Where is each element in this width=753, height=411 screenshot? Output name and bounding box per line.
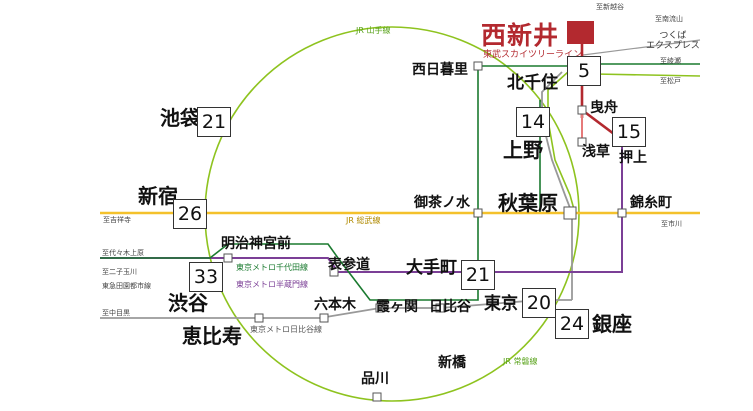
marker-hikifune [577, 105, 587, 115]
sobu-label: JR 総武線 [346, 216, 381, 225]
station-ebisu: 恵比寿 [182, 324, 242, 348]
station-otemachi: 大手町 [406, 258, 457, 278]
station-ochanomizu: 御茶ノ水 [414, 195, 470, 211]
minutes-ueno: 14 [516, 107, 550, 137]
tsukuba-line [582, 39, 701, 56]
station-nishinippori: 西日暮里 [412, 62, 468, 78]
dest-matsudo: 至松戸 [660, 77, 681, 85]
hanzomon-label: 東京メトロ半蔵門線 [236, 280, 308, 289]
station-akihabara: 秋葉原 [498, 191, 558, 215]
minutes-ginza: 24 [555, 309, 589, 339]
station-shinjuku: 新宿 [138, 184, 178, 208]
station-tokyo: 東京 [484, 294, 518, 314]
marker-asakusa [577, 137, 587, 147]
station-kitasenju: 北千住 [507, 73, 558, 93]
marker-kasumigaseki [375, 303, 385, 313]
marker-meiji [223, 253, 233, 263]
marker-kinshicho [617, 208, 627, 218]
station-ueno: 上野 [503, 138, 543, 162]
minutes-oshiage: 15 [612, 117, 646, 147]
marker-ebisu [254, 313, 264, 323]
dest-shin-koshigaya: 至新越谷 [596, 3, 624, 11]
dest-ichikawa: 至市川 [661, 220, 682, 228]
dest-futako-tamagawa: 至二子玉川 [102, 268, 137, 276]
matsudo-line [594, 73, 701, 77]
marker-roppongi [319, 313, 329, 323]
minutes-ikebukuro: 21 [197, 107, 231, 137]
marker-shinagawa [372, 392, 382, 402]
joban-label: JR 常磐線 [503, 357, 538, 366]
dest-yoyogi-uehara: 至代々木上原 [102, 249, 144, 257]
marker-hibiya [435, 303, 445, 313]
station-roppongi: 六本木 [314, 297, 356, 313]
minutes-otemachi: 21 [461, 260, 495, 290]
minutes-shinjuku: 26 [173, 199, 207, 229]
dest-kichijoji: 至吉祥寺 [103, 216, 131, 224]
station-kasumigaseki: 霞ヶ関 [376, 299, 418, 315]
station-ikebukuro: 池袋 [160, 106, 200, 130]
dest-ayase: 至綾瀬 [660, 57, 681, 65]
tsukuba-label: つくば エクスプレス [646, 31, 700, 52]
marker-omotesando [329, 267, 339, 277]
hibiya-label: 東京メトロ日比谷線 [250, 325, 322, 334]
brand-station-name: 西新井 [481, 21, 560, 50]
dest-minami-nagareyama: 至南流山 [655, 15, 683, 23]
chiyoda-line-south [100, 243, 479, 301]
brand-line-name: 東武スカイツリーライン [483, 50, 583, 60]
minutes-tokyo: 20 [522, 288, 556, 318]
station-hibiya: 日比谷 [429, 299, 471, 315]
station-shinagawa: 品川 [361, 371, 389, 387]
station-ginza: 銀座 [592, 312, 632, 336]
marker-ochanomizu [473, 208, 483, 218]
minutes-shibuya: 33 [189, 262, 223, 292]
joban-to-ueno [547, 71, 576, 214]
chiyoda-label: 東京メトロ千代田線 [236, 263, 308, 272]
marker-nishinippori [473, 61, 483, 71]
yamanote-label: JR 山手線 [356, 26, 391, 35]
station-oshiage: 押上 [619, 150, 647, 166]
marker-akihabara [563, 206, 577, 220]
brand-marker [567, 21, 594, 44]
station-kinshicho: 錦糸町 [630, 195, 672, 211]
toyoko-line-label: 東急田園都市線 [102, 282, 151, 290]
station-asakusa: 浅草 [582, 144, 610, 160]
station-shimbashi: 新橋 [438, 355, 466, 371]
dest-naka-meguro: 至中目黒 [102, 309, 130, 317]
station-omotesando: 表参道 [328, 257, 370, 273]
station-shibuya: 渋谷 [168, 291, 208, 315]
minutes-kitasenju: 5 [567, 56, 601, 86]
station-hikifune: 曳舟 [590, 100, 618, 116]
station-meijijingumae: 明治神宮前 [221, 236, 291, 252]
marker-shimbashi [454, 356, 464, 366]
